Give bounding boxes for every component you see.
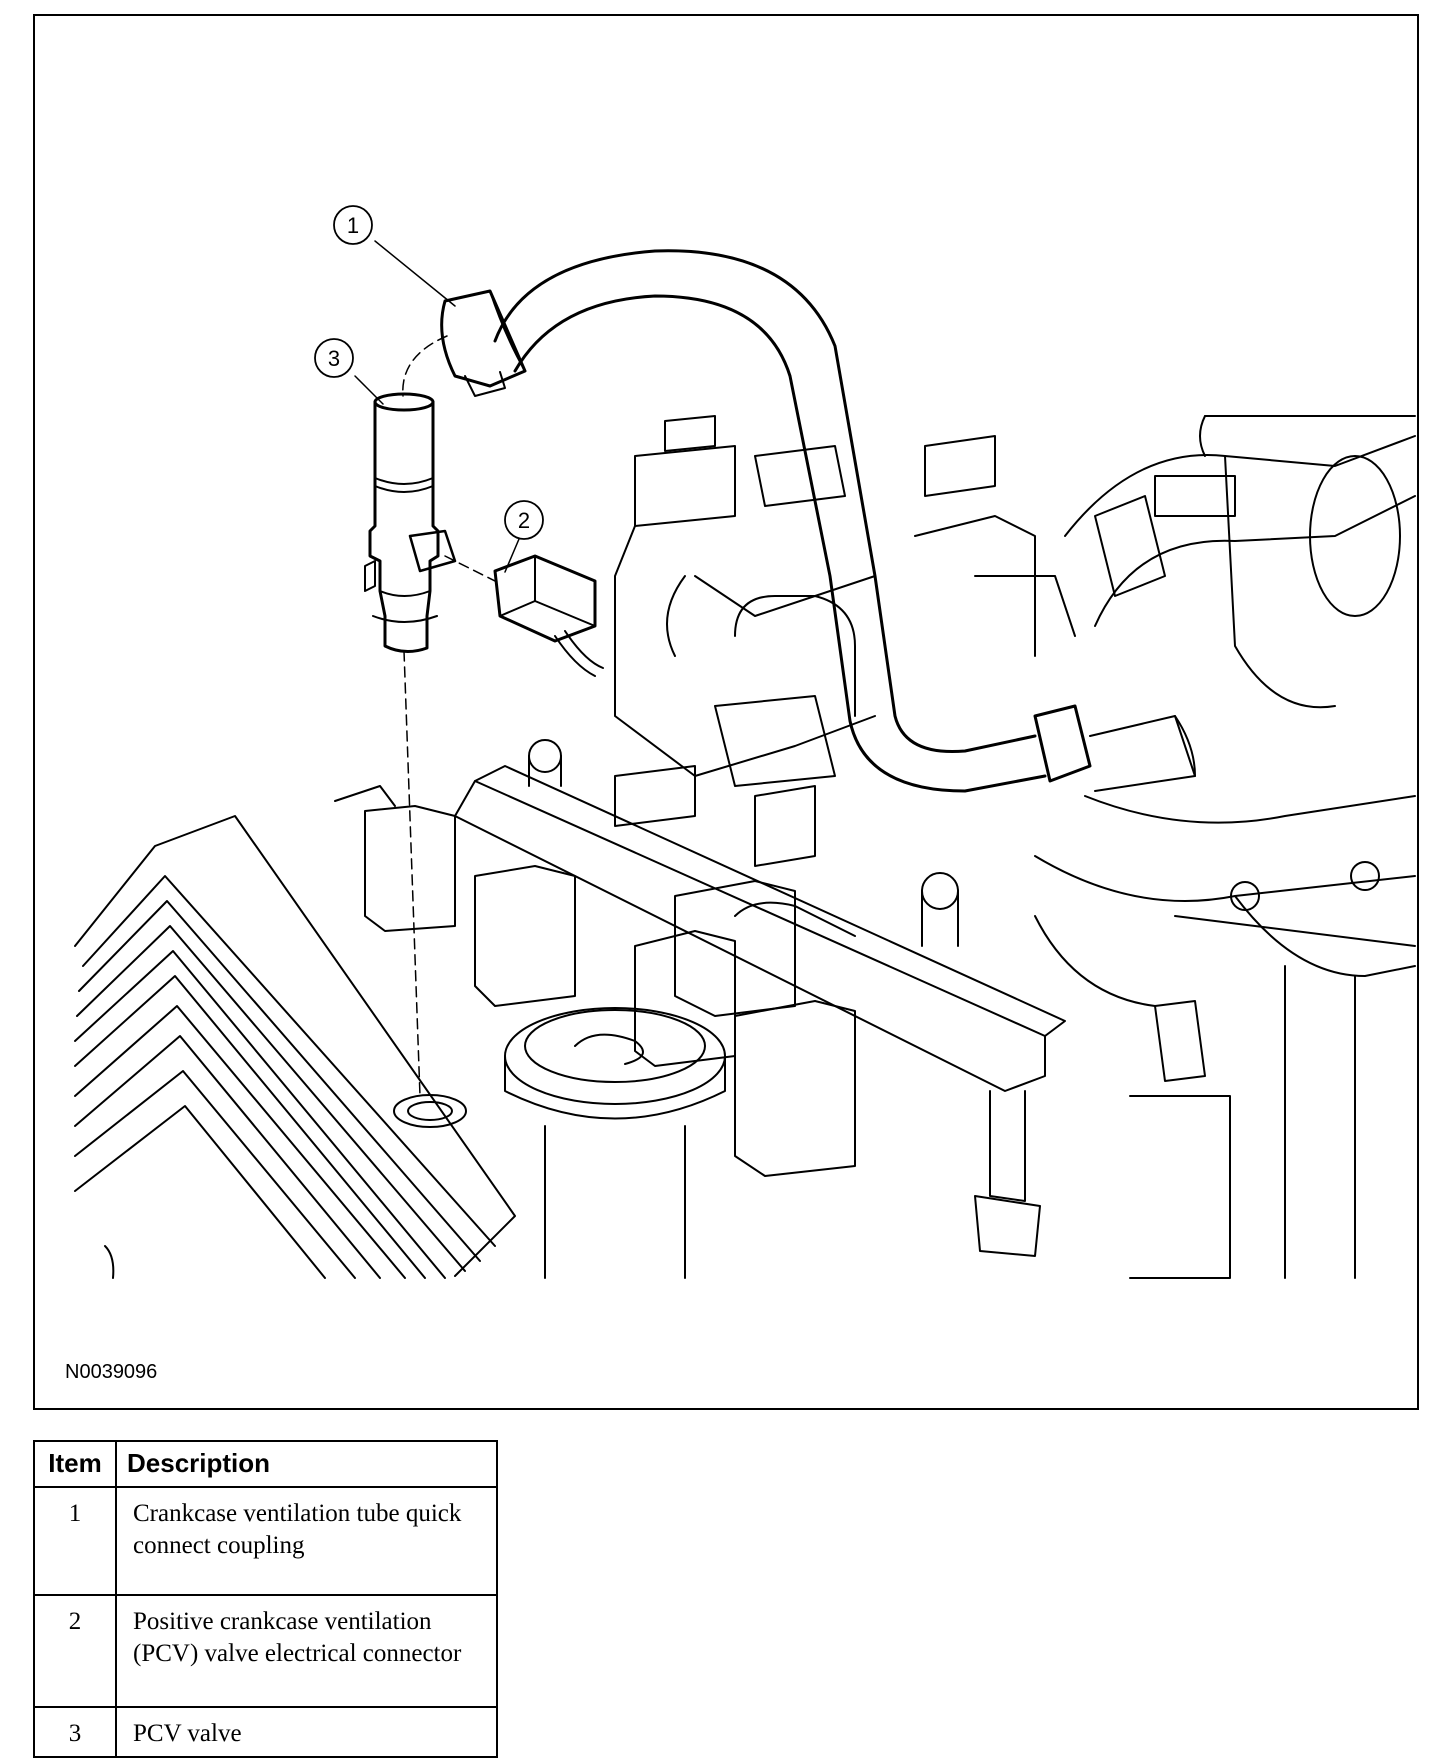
upper-components [614,415,1166,867]
table-row: 1 Crankcase ventilation tube quick conne… [33,1486,498,1596]
item-description: PCV valve [115,1706,498,1758]
oil-fill-cap [504,1007,726,1279]
crankcase-ventilation-tube [440,249,1196,793]
legend-header-row: Item Description [33,1440,498,1488]
callout-leaders [354,240,520,573]
header-item: Item [33,1440,117,1488]
table-row: 2 Positive crankcase ventilation (PCV) v… [33,1594,498,1708]
fuel-injectors [974,1000,1231,1279]
table-row: 3 PCV valve [33,1706,498,1758]
pcv-electrical-connector [493,554,604,677]
callout-3: 3 [314,338,354,378]
fuel-rail [454,739,1066,1092]
callout-2-label: 2 [518,508,530,533]
alignment-lines [402,335,498,1097]
callout-3-label: 3 [328,346,340,371]
intake-manifold [1034,415,1416,1279]
callout-1: 1 [333,205,373,245]
ignition-coils [334,785,856,1177]
item-number: 1 [33,1486,117,1596]
engine-cover [74,815,516,1279]
header-description: Description [115,1440,498,1488]
callout-2: 2 [504,500,544,540]
legend-table: Item Description 1 Crankcase ventilation… [33,1440,498,1758]
figure-frame: 1 3 2 N0039096 [33,14,1419,1410]
item-description: Positive crankcase ventilation (PCV) val… [115,1594,498,1708]
callout-1-label: 1 [347,213,359,238]
item-number: 3 [33,1706,117,1758]
item-description: Crankcase ventilation tube quick connect… [115,1486,498,1596]
pcv-valve [364,392,457,653]
figure-id-label: N0039096 [65,1361,158,1383]
item-number: 2 [33,1594,117,1708]
engine-illustration: 1 3 2 [74,205,1416,1279]
valve-port [393,1094,467,1128]
